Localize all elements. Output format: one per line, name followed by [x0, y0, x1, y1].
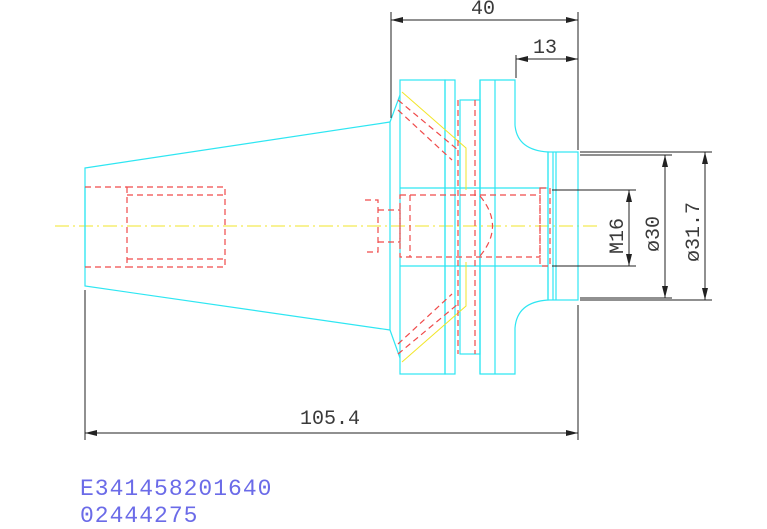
shank-bore-hidden: [85, 186, 226, 268]
dim-outer-diameter: [580, 151, 712, 301]
face-offset-label: 13: [533, 37, 557, 60]
flange-width-label: 40: [471, 0, 495, 21]
outer-diameter-label: ø31.7: [683, 202, 706, 262]
dim-overall-length: [84, 290, 579, 440]
dim-thread: [552, 189, 636, 267]
flange: [389, 79, 579, 375]
order-number: 02444275: [80, 503, 199, 529]
bore-diameter-label: ø30: [643, 216, 666, 252]
dim-flange-width: [390, 12, 579, 150]
part-code: E341458201640: [80, 476, 273, 502]
overall-length-label: 105.4: [300, 408, 360, 431]
flange-chamfers: [397, 91, 467, 363]
dim-face-offset: [515, 55, 578, 78]
thread-label: M16: [607, 218, 630, 254]
dim-bore-diameter: [580, 154, 672, 299]
flange-bore-hidden: [365, 100, 551, 354]
